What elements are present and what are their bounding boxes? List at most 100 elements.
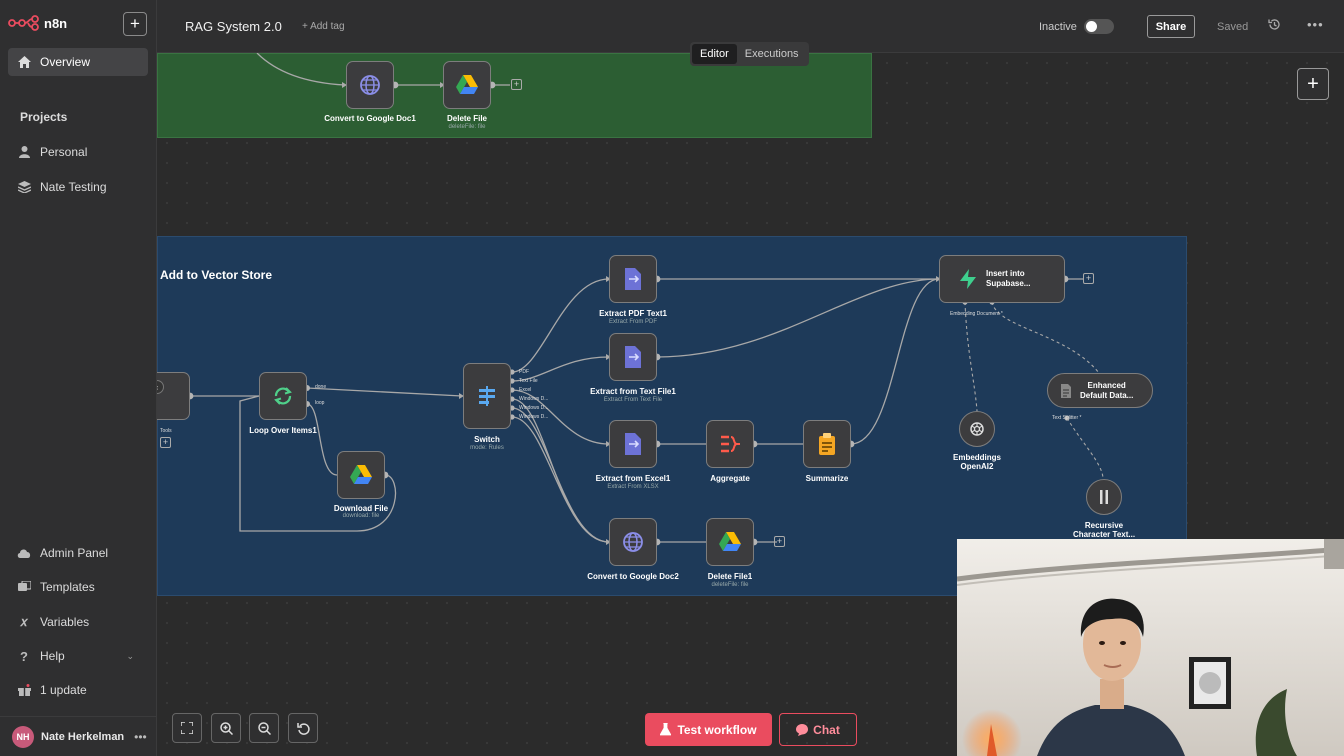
loop-icon xyxy=(274,387,292,405)
active-toggle[interactable] xyxy=(1084,19,1114,34)
chat-button[interactable]: Chat xyxy=(779,713,857,746)
google-drive-icon xyxy=(719,532,741,551)
add-node-button[interactable]: + xyxy=(1083,273,1094,284)
sidebar-item-variables[interactable]: 𝑥 Variables xyxy=(8,608,148,636)
node-subtitle: deleteFile: file xyxy=(448,124,486,130)
reset-zoom-button[interactable] xyxy=(288,713,318,743)
port-label: done xyxy=(315,384,327,390)
node-insert-into-supabase[interactable]: Insert into Supabase... xyxy=(939,255,1065,303)
sidebar: n8n + Overview Projects Personal Nate Te… xyxy=(0,0,157,756)
sidebar-item-templates[interactable]: Templates xyxy=(8,573,148,601)
node-extract-from-excel1[interactable] xyxy=(609,420,657,468)
zoom-out-button[interactable] xyxy=(249,713,279,743)
node-label: Character Text... xyxy=(1072,530,1136,539)
test-workflow-label: Test workflow xyxy=(677,722,757,737)
node-subtitle: Extract From XLSX xyxy=(607,484,659,490)
node-convert-to-google-doc2[interactable] xyxy=(609,518,657,566)
node-enhanced-default-data-loader[interactable]: Enhanced Default Data... xyxy=(1047,373,1153,408)
node-extract-from-text-file1[interactable] xyxy=(609,333,657,381)
more-icon[interactable]: ••• xyxy=(134,729,147,744)
tab-editor[interactable]: Editor xyxy=(692,44,737,64)
node-download-file[interactable] xyxy=(337,451,385,499)
sidebar-item-help[interactable]: ? Help ⌄ xyxy=(8,642,148,670)
status-label: Inactive xyxy=(1039,21,1077,33)
sidebar-item-label: Personal xyxy=(40,145,88,159)
google-drive-icon xyxy=(350,465,372,484)
port-label: Excel xyxy=(519,387,532,393)
node-label: Enhanced xyxy=(1087,380,1126,390)
n8n-logo-icon xyxy=(8,15,39,31)
app-name: n8n xyxy=(44,15,68,31)
globe-icon xyxy=(360,75,380,95)
port-label: Text Splitter * xyxy=(1052,415,1082,421)
fit-view-button[interactable] xyxy=(172,713,202,743)
sidebar-item-overview[interactable]: Overview xyxy=(8,48,148,76)
add-node-button[interactable]: + xyxy=(160,437,171,448)
workflow-title[interactable]: RAG System 2.0 xyxy=(185,19,282,34)
node-aggregate[interactable] xyxy=(706,420,754,468)
add-tag-link[interactable]: + Add tag xyxy=(302,21,345,32)
node-subtitle: deleteFile: file xyxy=(711,582,749,588)
templates-icon xyxy=(17,580,31,594)
add-node-button[interactable]: + xyxy=(774,536,785,547)
node-extract-pdf-text1[interactable] xyxy=(609,255,657,303)
node-subtitle: Extract From PDF xyxy=(608,319,658,325)
user-menu[interactable]: NH Nate Herkelman ••• xyxy=(0,716,157,756)
file-extract-icon xyxy=(625,346,641,368)
node-label: Insert into xyxy=(986,269,1025,278)
node-label: Loop Over Items1 xyxy=(249,426,317,435)
port-label: Text File xyxy=(519,378,538,384)
history-icon[interactable] xyxy=(1268,18,1281,34)
logo[interactable]: n8n xyxy=(8,10,148,36)
node-delete-file1[interactable] xyxy=(706,518,754,566)
undo-icon xyxy=(296,722,310,735)
zoom-in-icon xyxy=(219,721,233,735)
share-button[interactable]: Share xyxy=(1147,15,1195,38)
node-convert-to-google-doc1[interactable] xyxy=(346,61,394,109)
add-node-panel-button[interactable]: + xyxy=(1297,68,1329,100)
node-label: Convert to Google Doc1 xyxy=(324,114,416,123)
sidebar-item-label: Templates xyxy=(40,580,95,594)
help-icon: ? xyxy=(20,648,28,664)
node-switch[interactable] xyxy=(463,363,511,429)
globe-icon xyxy=(623,532,643,552)
node-label: Switch xyxy=(474,435,500,444)
node-delete-file[interactable] xyxy=(443,61,491,109)
add-node-button[interactable]: + xyxy=(511,79,522,90)
tab-executions[interactable]: Executions xyxy=(744,48,799,60)
node-label: Convert to Google Doc2 xyxy=(587,572,679,581)
user-name: Nate Herkelman xyxy=(41,730,125,743)
file-extract-icon xyxy=(625,268,641,290)
sticky-note-title: Add to Vector Store xyxy=(160,268,273,282)
sidebar-item-label: 1 update xyxy=(40,683,87,697)
sidebar-item-personal[interactable]: Personal xyxy=(8,138,148,166)
node-label: Extract from Excel1 xyxy=(595,474,671,483)
clipboard-icon xyxy=(819,433,835,455)
node-subtitle: mode: Rules xyxy=(470,445,504,451)
node-subtitle: Extract From Text File xyxy=(603,397,663,403)
layers-icon xyxy=(17,180,31,194)
chevron-down-icon: ⌄ xyxy=(126,650,134,661)
node-summarize[interactable] xyxy=(803,420,851,468)
sidebar-item-admin-panel[interactable]: Admin Panel xyxy=(8,539,148,567)
chat-icon xyxy=(796,723,809,736)
node-label: Delete File1 xyxy=(707,572,753,581)
node-label: Default Data... xyxy=(1080,390,1134,400)
port-label: PDF xyxy=(519,369,529,375)
node-label: Aggregate xyxy=(710,474,750,483)
switch-icon xyxy=(479,386,495,406)
node-loop-over-items1[interactable] xyxy=(259,372,307,420)
google-drive-icon xyxy=(456,75,478,94)
sidebar-item-update[interactable]: 1 update xyxy=(8,676,148,704)
test-workflow-button[interactable]: Test workflow xyxy=(645,713,772,746)
zoom-in-button[interactable] xyxy=(211,713,241,743)
sidebar-item-nate-testing[interactable]: Nate Testing xyxy=(8,173,148,201)
home-icon xyxy=(17,55,31,69)
file-extract-icon xyxy=(625,433,641,455)
node-recursive-character-text-splitter[interactable] xyxy=(1086,479,1122,515)
more-options-icon[interactable]: ••• xyxy=(1307,17,1324,32)
node-embeddings-openai2[interactable] xyxy=(959,411,995,447)
cloud-icon xyxy=(17,546,31,560)
create-new-button[interactable]: + xyxy=(123,12,147,36)
node-partial-left[interactable] xyxy=(157,372,190,420)
